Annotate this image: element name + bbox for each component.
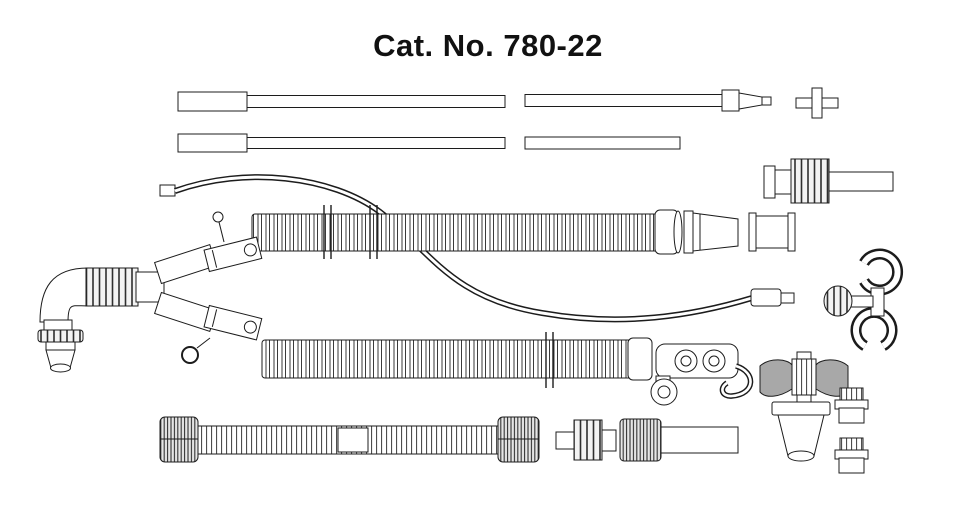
small-cap-upper bbox=[834, 387, 869, 424]
knurled-nut-with-tube bbox=[619, 418, 739, 462]
lower-tube-clamp bbox=[181, 304, 263, 364]
oxygen-line bbox=[524, 89, 772, 112]
oxygen-line-2 bbox=[524, 136, 681, 150]
catalog-number-title: Cat. No. 780-22 bbox=[373, 28, 603, 63]
inspiratory-corrugated-limb bbox=[251, 205, 683, 259]
elbow-port-cap bbox=[37, 329, 84, 373]
circuit-holder-clip bbox=[823, 248, 904, 351]
hanger-ring bbox=[650, 375, 678, 406]
double-flange-connector bbox=[748, 212, 796, 252]
catheter-mount-knurled-right bbox=[497, 416, 540, 463]
upper-tube-clamp bbox=[203, 211, 263, 273]
gas-sampling-line bbox=[159, 174, 795, 323]
catheter-mount-knurled-left bbox=[159, 416, 199, 463]
winged-swivel bbox=[759, 351, 849, 406]
catheter-mount-flex-tube bbox=[197, 425, 499, 455]
ribbed-reducer bbox=[555, 419, 617, 461]
straight-taper-adapter bbox=[683, 210, 739, 254]
pressure-line-short bbox=[177, 133, 506, 153]
twin-port-manifold bbox=[655, 343, 754, 399]
expiratory-corrugated-limb bbox=[261, 332, 653, 388]
pressure-line-long bbox=[177, 91, 506, 112]
small-cap-lower bbox=[834, 437, 869, 474]
cross-connector bbox=[795, 87, 839, 119]
patient-elbow bbox=[39, 267, 165, 332]
water-trap-cup bbox=[771, 401, 831, 462]
ribbed-adapter-with-tube bbox=[763, 158, 894, 204]
